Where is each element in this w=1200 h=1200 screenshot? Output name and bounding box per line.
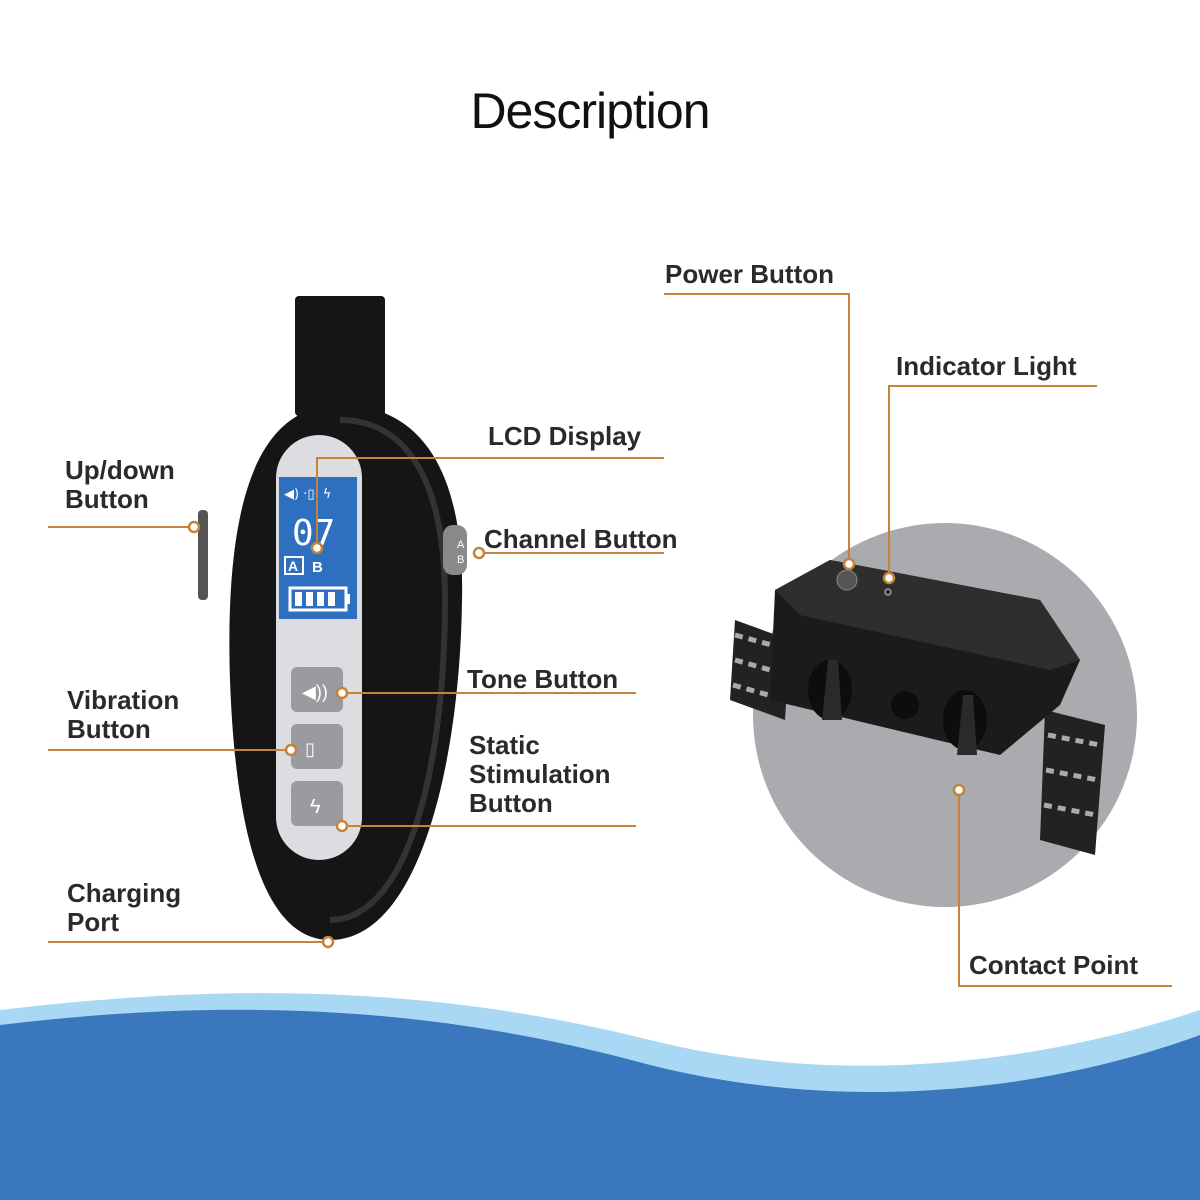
antenna [295, 296, 385, 416]
remote-transmitter: ◀) ·▯· ϟ 07 A B ◀)) ▯ ϟ A B [198, 296, 467, 940]
static-button [291, 781, 343, 826]
channel-button-a: A [457, 539, 465, 551]
vibration-icon: ▯ [305, 739, 315, 759]
label-power-button: Power Button [665, 259, 834, 289]
label-contact-point: Contact Point [969, 950, 1138, 980]
tone-icon: ◀)) [302, 682, 328, 702]
updown-button [198, 510, 208, 600]
indicator-light-icon [884, 588, 892, 596]
collar-receiver [770, 560, 1080, 755]
lightning-icon: ϟ [310, 796, 321, 818]
wave-dark [0, 1009, 1200, 1200]
channel-button-b: B [457, 554, 464, 566]
label-tone-button: Tone Button [467, 664, 619, 694]
lcd-icons: ◀) ·▯· ϟ [284, 487, 331, 502]
lcd-battery-icon [288, 586, 350, 612]
leader-lines [48, 293, 1172, 987]
leader-dots [187, 520, 966, 949]
label-lcd-display: LCD Display [488, 421, 642, 451]
power-button-icon [836, 569, 858, 591]
label-indicator-light: Indicator Light [896, 351, 1077, 381]
lcd-channel-a: A [288, 558, 298, 574]
channel-button [443, 525, 467, 575]
label-channel-button: Channel Button [484, 524, 678, 554]
page-title: Description [470, 83, 710, 139]
vibration-button [291, 724, 343, 769]
lcd-channel-b: B [312, 559, 323, 576]
tone-button [291, 667, 343, 712]
